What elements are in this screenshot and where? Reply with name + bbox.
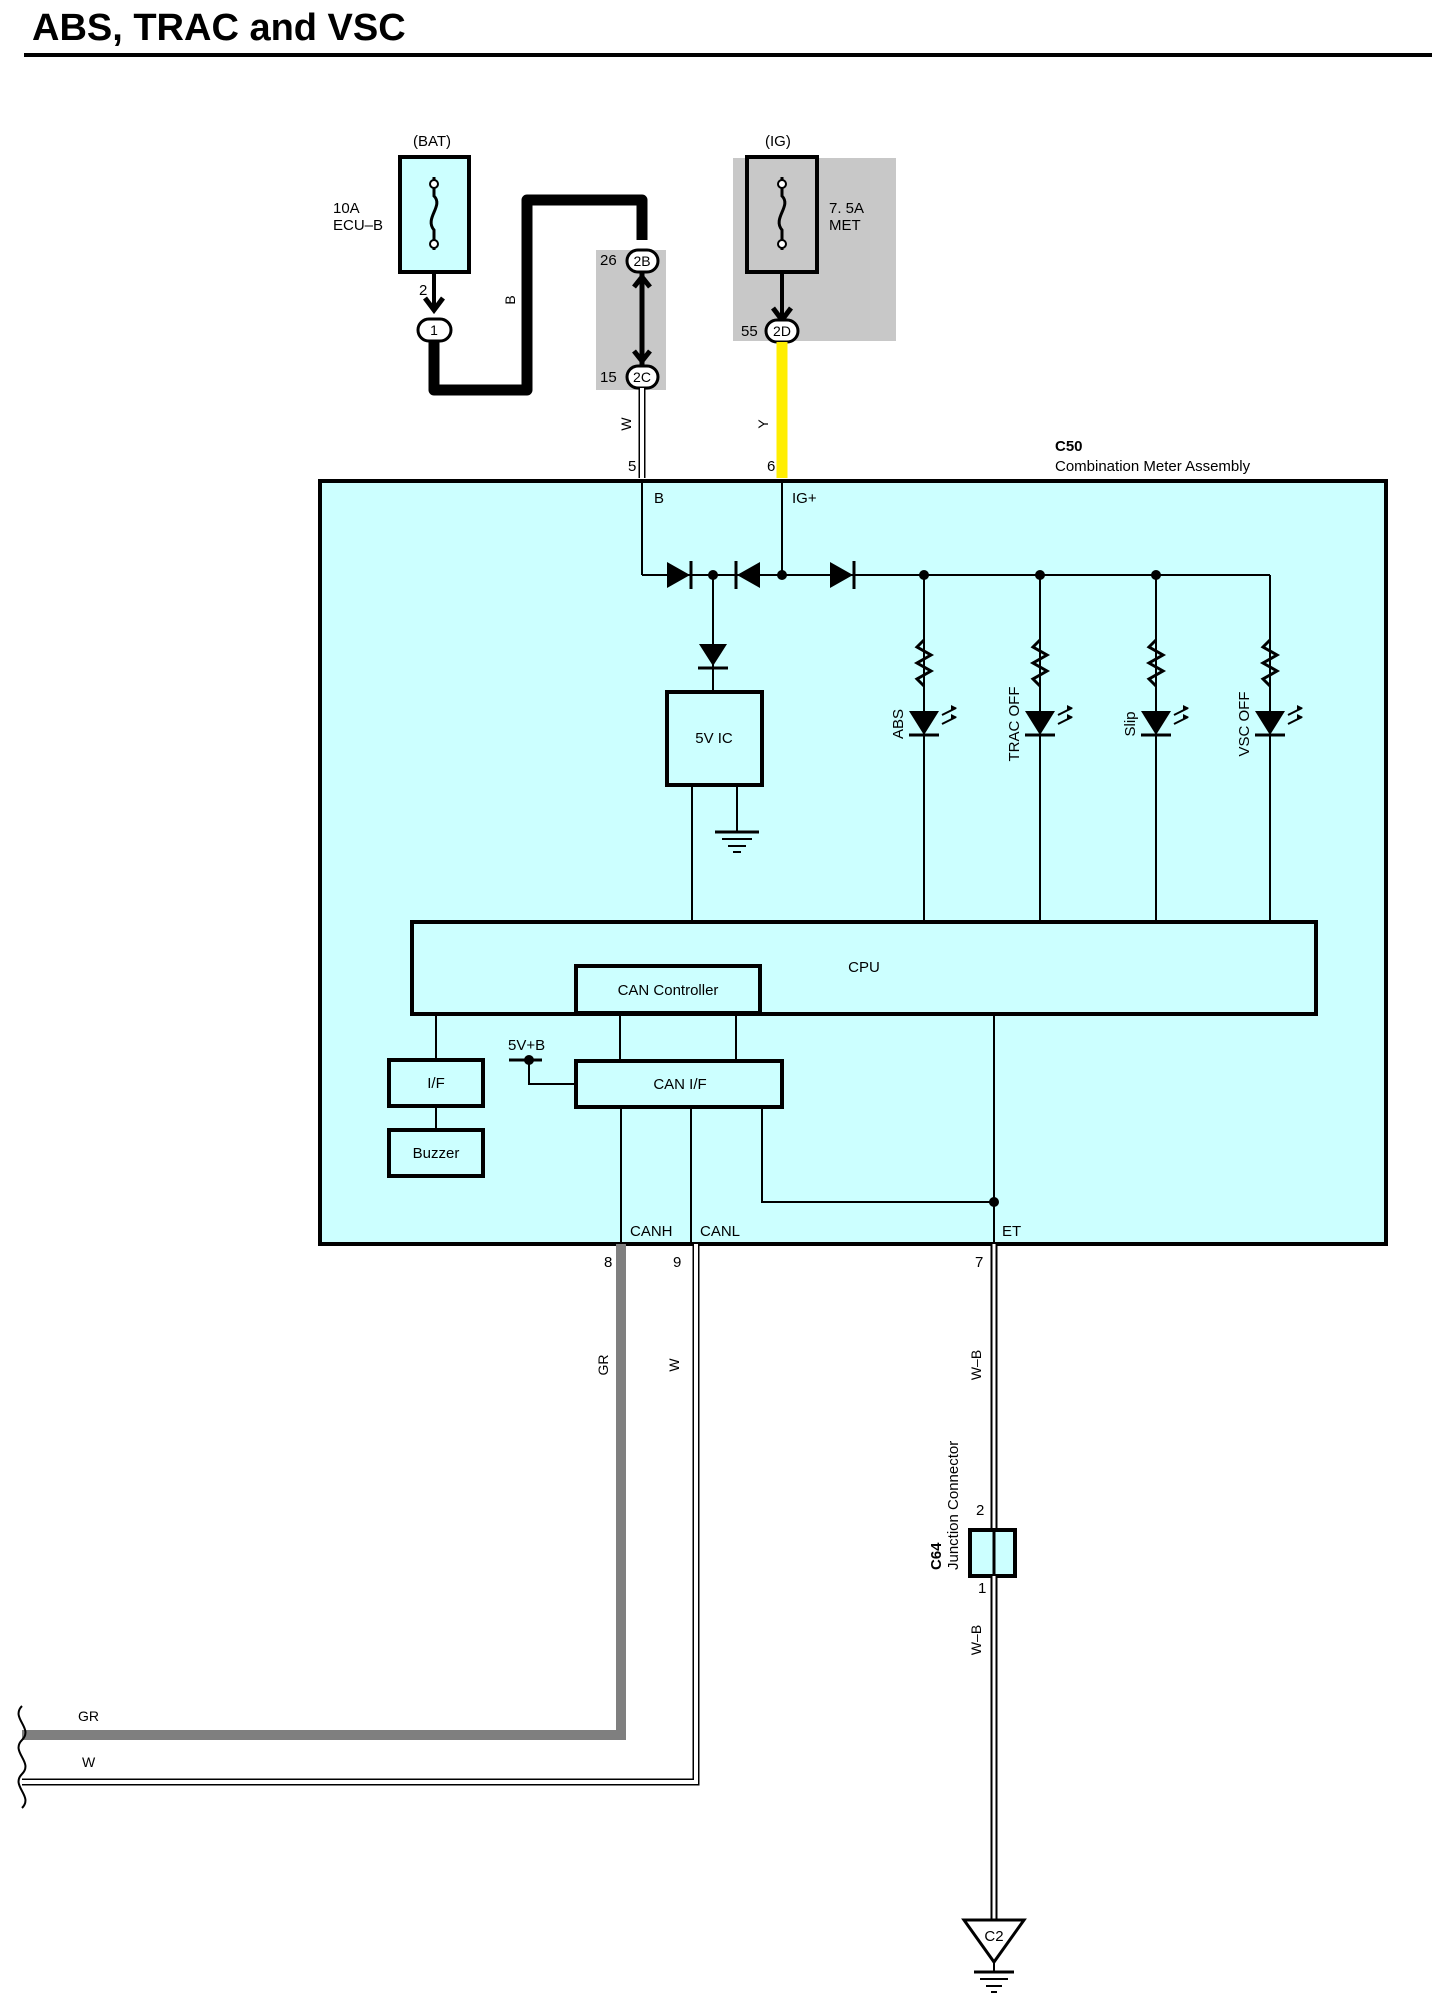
connector-2d-label: 2D <box>773 323 791 339</box>
buzzer-block <box>387 1128 485 1178</box>
5v-ic-block <box>665 690 764 787</box>
ic-ground-icon <box>715 830 759 853</box>
ground-code: C2 <box>984 1928 1003 1945</box>
diode-b <box>667 561 693 589</box>
bat-source-label: (BAT) <box>413 133 451 150</box>
ig-fuse-element <box>777 177 787 250</box>
connector-2c-label: 2C <box>633 369 651 385</box>
bat-fuse-element <box>429 177 439 250</box>
pin-5-label: 5 <box>628 458 636 475</box>
meter-code: C50 <box>1055 438 1083 455</box>
cpu-block <box>410 920 1318 1016</box>
pin-9-label: 9 <box>673 1254 681 1271</box>
wire-break-icon <box>17 1705 27 1809</box>
combination-meter <box>318 479 1388 1246</box>
junction-pin-1: 1 <box>978 1580 986 1597</box>
buzzer-label: Buzzer <box>413 1145 460 1162</box>
wire-gr <box>22 1244 626 1740</box>
wire-b <box>428 194 648 396</box>
led-label-trac-off: TRAC OFF <box>1006 687 1023 762</box>
ig-fuse-amp: 7. 5A <box>829 200 864 217</box>
can-if-block <box>574 1059 784 1109</box>
can-controller-block <box>574 964 762 1015</box>
wire-w-can-label: W <box>666 1358 682 1372</box>
meter-name: Combination Meter Assembly <box>1055 458 1251 475</box>
can-if-label: CAN I/F <box>653 1076 706 1093</box>
interface-label: I/F <box>427 1075 445 1092</box>
junction-pin-2: 2 <box>976 1502 984 1519</box>
trac-off-indicator <box>1023 575 1075 922</box>
led-label-vsc-off: VSC OFF <box>1236 691 1253 756</box>
terminal-b: B <box>654 490 664 507</box>
ground-point-c2 <box>961 1918 1027 1965</box>
ig-source-label: (IG) <box>765 133 791 150</box>
diode-led-bus <box>830 561 856 589</box>
abs-indicator <box>907 575 959 922</box>
pin-15-label: 15 <box>600 369 617 386</box>
bat-fuse-amp: 10A <box>333 200 360 217</box>
junction-code: C64 <box>928 1542 945 1570</box>
wire-b-label: B <box>502 295 518 304</box>
bat-pin-label: 2 <box>419 282 427 299</box>
wire-y-label: Y <box>755 419 771 429</box>
wire-wb-upper-label: W–B <box>968 1350 984 1380</box>
terminal-canh: CANH <box>630 1223 673 1240</box>
bat-fuse-name: ECU–B <box>333 217 383 234</box>
ground-icon <box>974 1970 1014 1993</box>
pin-55-label: 55 <box>741 323 758 340</box>
diode-ic <box>698 644 728 670</box>
connector-1-label: 1 <box>430 322 438 338</box>
wire-w-left-label: W <box>82 1754 96 1770</box>
cpu-label: CPU <box>848 959 880 976</box>
wire-w-can <box>22 1244 698 1784</box>
wire-gr-label: GR <box>595 1355 611 1376</box>
supply-5vb-label: 5V+B <box>508 1037 545 1054</box>
terminal-ig: IG+ <box>792 490 817 507</box>
terminal-et: ET <box>1002 1223 1021 1240</box>
slip-indicator <box>1139 575 1191 922</box>
junction-name: Junction Connector <box>945 1441 962 1570</box>
terminal-canl: CANL <box>700 1223 740 1240</box>
can-controller-label: CAN Controller <box>618 982 719 999</box>
wire-gr-left-label: GR <box>78 1708 99 1724</box>
led-label-slip: Slip <box>1122 711 1139 736</box>
led-label-abs: ABS <box>890 709 907 739</box>
wire-w-top-label: W <box>618 417 634 431</box>
interface-block <box>387 1058 485 1108</box>
diode-ig <box>734 561 760 589</box>
page-title: ABS, TRAC and VSC <box>32 7 406 49</box>
connector-2b-label: 2B <box>633 253 650 269</box>
wire-wb-lower-label: W–B <box>968 1625 984 1655</box>
pin-7-label: 7 <box>975 1254 983 1271</box>
ig-fuse-name: MET <box>829 217 861 234</box>
pin-26-label: 26 <box>600 252 617 269</box>
5v-ic-label: 5V IC <box>695 730 733 747</box>
pin-6-label: 6 <box>767 458 775 475</box>
pin-8-label: 8 <box>604 1254 612 1271</box>
vsc-off-indicator <box>1253 575 1305 922</box>
